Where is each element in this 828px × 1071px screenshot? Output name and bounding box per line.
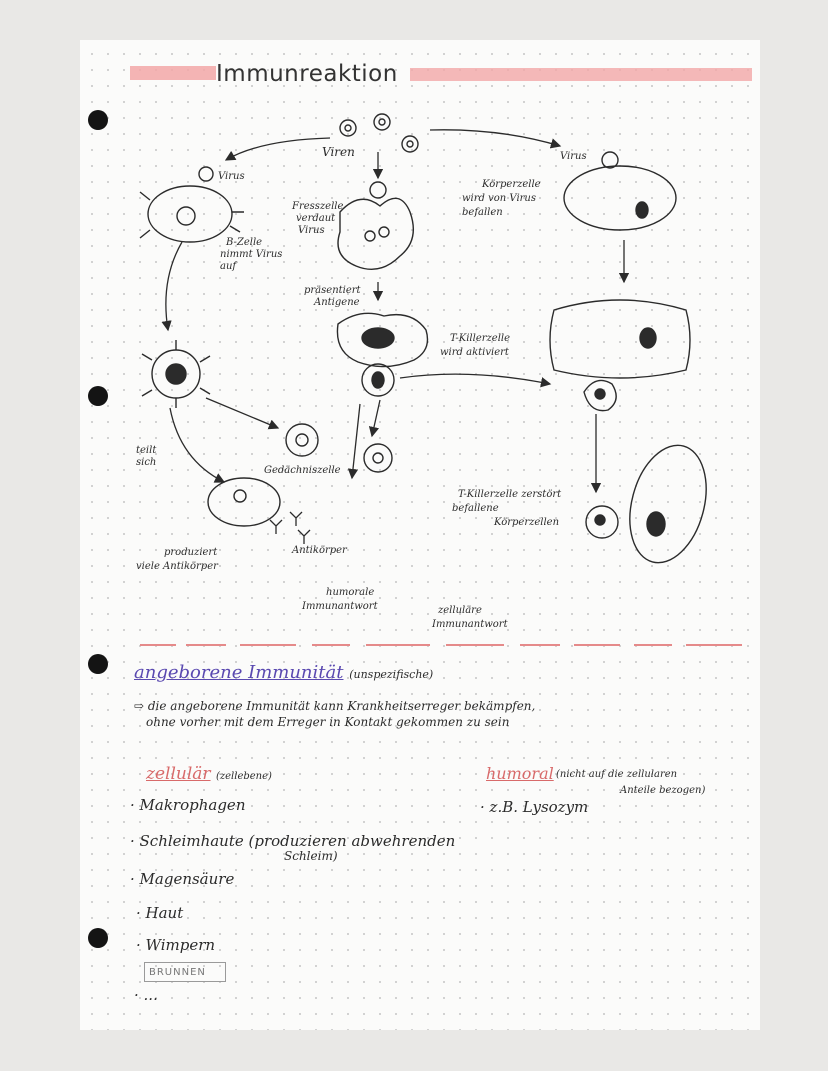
label-b-cell: auf — [220, 261, 237, 272]
punch-hole — [88, 386, 108, 406]
label-virus-right: Virus — [560, 151, 587, 162]
arrow — [368, 399, 381, 438]
body-cell-icon — [563, 151, 677, 231]
label-body-cell: wird von Virus — [462, 193, 537, 204]
humoral-note: Anteile bezogen) — [620, 785, 706, 796]
label-presents-antigens: präsentiert — [304, 285, 361, 296]
label-t-killer-activated: wird aktiviert — [440, 347, 509, 358]
label-t-killer-destroys: befallene — [452, 503, 499, 514]
label-viren: Viren — [322, 145, 355, 159]
virus-group-icon — [339, 113, 419, 153]
title-highlight-left — [130, 66, 216, 80]
label-virus-left: Virus — [218, 171, 245, 182]
definition-line: ⇨ die angeborene Immunität kann Krankhei… — [134, 699, 536, 713]
label-cellular-response: Immunantwort — [432, 619, 508, 630]
label-b-cell: B-Zelle — [226, 237, 263, 248]
arrow — [347, 403, 361, 480]
label-t-killer-activated: T-Killerzelle — [450, 333, 511, 344]
destroyed-cell-icon — [585, 444, 707, 564]
label-b-cell: nimmt Virus — [220, 249, 283, 260]
label-body-cell: befallen — [462, 207, 503, 218]
cellular-heading-text: zellulär — [146, 764, 211, 784]
label-phagocyte: Virus — [298, 225, 325, 236]
heading-note: (unspezifische) — [349, 668, 434, 681]
definition-line: ohne vorher mit dem Erreger in Kontakt g… — [146, 715, 510, 729]
page-title: Immunreaktion — [216, 61, 398, 87]
cellular-heading-note: (zellebene) — [215, 771, 272, 782]
punch-hole — [88, 654, 108, 674]
label-t-killer-destroys: T-Killerzelle zerstört — [458, 489, 562, 500]
antigen-presenting-cell-icon — [336, 312, 429, 368]
label-produces-antibodies: viele Antikörper — [136, 561, 218, 572]
label-humoral-response: Immunantwort — [302, 601, 378, 612]
label-cellular-response: zelluläre — [438, 605, 482, 616]
cellular-heading: zellulär (zellebene) — [146, 764, 272, 784]
plasma-cell-icon — [207, 477, 281, 527]
list-item: · ... — [134, 986, 158, 1004]
section-heading: angeborene Immunität (unspezifische) — [134, 662, 434, 683]
list-item: · Haut — [136, 904, 184, 922]
punch-hole — [88, 928, 108, 948]
b-cell-icon — [139, 166, 244, 243]
list-item: Schleim) — [284, 849, 338, 863]
label-divides: sich — [136, 457, 157, 468]
heading-text: angeborene Immunität — [134, 662, 344, 683]
phagocyte-icon — [337, 181, 414, 270]
t-killer-cell-icon — [361, 363, 395, 397]
list-item: · Makrophagen — [130, 796, 246, 814]
list-item: · Schleimhaute (produzieren abwehrenden — [130, 832, 456, 850]
punch-hole — [88, 110, 108, 130]
antibody-icons — [269, 511, 311, 544]
label-phagocyte: verdaut — [296, 213, 336, 224]
humoral-item: · z.B. Lysozym — [480, 798, 589, 816]
memory-cell-icon — [363, 443, 393, 473]
arrow — [205, 397, 280, 430]
label-divides: teilt — [136, 445, 157, 456]
label-memory-cell: Gedächniszelle — [264, 465, 341, 476]
memory-cell-icon — [285, 423, 319, 457]
infected-body-cell-icon — [549, 299, 691, 379]
label-presents-antigens: Antigene — [314, 297, 360, 308]
arrow — [429, 129, 562, 149]
humoral-note: (nicht auf die zellularen — [556, 769, 678, 780]
t-killer-cell-icon — [583, 379, 617, 412]
b-cell-icon — [141, 340, 211, 408]
label-body-cell: Körperzelle — [482, 179, 541, 190]
arrow — [224, 137, 331, 161]
title-highlight-right — [410, 68, 752, 81]
arrow — [161, 241, 183, 332]
humoral-heading: humoral — [486, 764, 554, 783]
label-produces-antibodies: produziert — [164, 547, 218, 558]
label-antibodies: Antikörper — [292, 545, 347, 556]
arrow — [169, 407, 226, 483]
list-item: · Magensäure — [130, 870, 235, 888]
humoral-heading-text: humoral — [486, 764, 554, 783]
brand-logo: BRUNNEN — [144, 962, 226, 982]
label-phagocyte: Fresszelle — [292, 201, 344, 212]
label-humoral-response: humorale — [326, 587, 375, 598]
arrow — [399, 373, 552, 388]
list-item: · Wimpern — [136, 936, 216, 954]
label-t-killer-destroys: Körperzellen — [494, 517, 560, 528]
